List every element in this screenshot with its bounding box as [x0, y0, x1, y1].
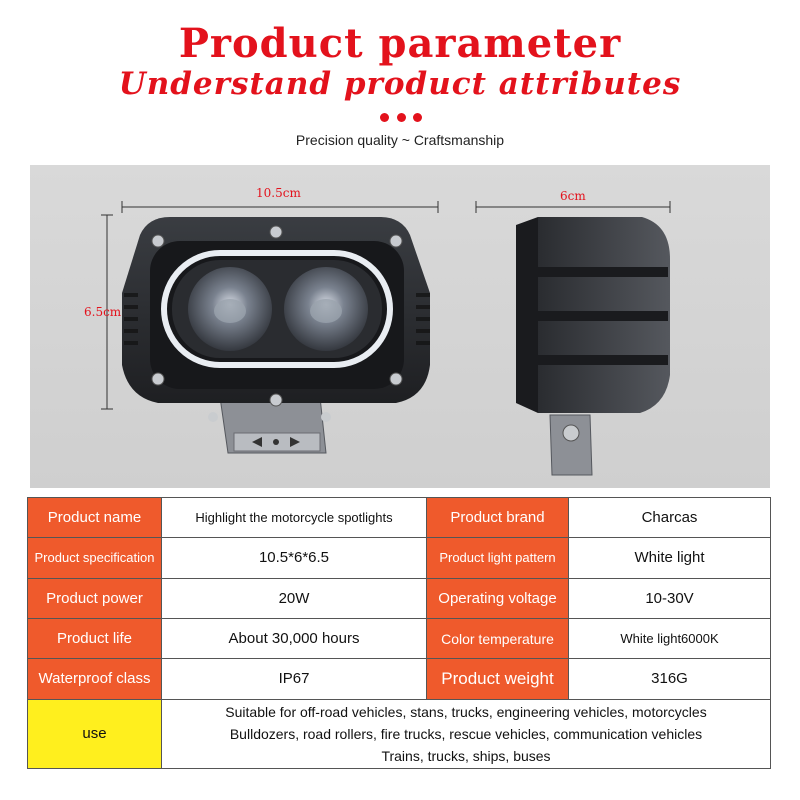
label-product-power: Product power [27, 577, 162, 619]
table-row: Product power 20W Operating voltage 10-3… [27, 577, 771, 619]
value-waterproof-class: IP67 [161, 658, 427, 700]
dimension-height-label: 6.5cm [84, 305, 122, 319]
value-use: Suitable for off-road vehicles, stans, t… [161, 698, 771, 770]
page-title: Product parameter [178, 20, 622, 67]
lamp-front-view [122, 217, 430, 454]
label-product-life: Product life [27, 617, 162, 660]
value-operating-voltage: 10-30V [568, 577, 771, 619]
label-product-brand: Product brand [426, 496, 569, 539]
value-product-power: 20W [161, 577, 427, 619]
table-row: Waterproof class IP67 Product weight 316… [27, 658, 771, 700]
label-color-temperature: Color temperature [426, 617, 569, 660]
label-operating-voltage: Operating voltage [426, 577, 569, 619]
value-product-life: About 30,000 hours [161, 617, 427, 660]
label-product-weight: Product weight [426, 658, 569, 700]
label-product-name: Product name [27, 496, 162, 539]
value-product-light-pattern: White light [568, 537, 771, 579]
page-subtitle: Understand product attributes [118, 66, 682, 102]
width-dimension-line [121, 201, 439, 213]
use-line: Bulldozers, road rollers, fire trucks, r… [229, 725, 703, 742]
use-line: Suitable for off-road vehicles, stans, t… [225, 703, 707, 720]
parameter-table: Product name Highlight the motorcycle sp… [27, 496, 771, 770]
table-row: Product life About 30,000 hours Color te… [27, 617, 771, 660]
height-dimension-line [101, 214, 113, 410]
table-row: Product specification 10.5*6*6.5 Product… [27, 537, 771, 579]
value-product-specification: 10.5*6*6.5 [161, 537, 427, 579]
table-row-use: use Suitable for off-road vehicles, stan… [27, 698, 771, 770]
use-line: Trains, trucks, ships, buses [381, 747, 551, 764]
product-illustration [101, 201, 671, 476]
value-product-weight: 316G [568, 658, 771, 700]
depth-dimension-line [475, 201, 671, 213]
product-photo-panel: 10.5cm 6.5cm 6cm [30, 165, 770, 488]
dimension-depth-label: 6cm [560, 189, 586, 203]
label-product-specification: Product specification [27, 537, 162, 579]
label-use: use [27, 698, 162, 770]
lamp-side-view [516, 217, 670, 476]
tagline: Precision quality ~ Craftsmanship [295, 132, 505, 148]
decorative-dots [380, 113, 422, 123]
table-row: Product name Highlight the motorcycle sp… [27, 496, 771, 539]
dimension-width-label: 10.5cm [256, 186, 301, 200]
value-product-brand: Charcas [568, 496, 771, 539]
label-product-light-pattern: Product light pattern [426, 537, 569, 579]
value-color-temperature: White light6000K [568, 617, 771, 660]
value-product-name: Highlight the motorcycle spotlights [161, 496, 427, 539]
label-waterproof-class: Waterproof class [27, 658, 162, 700]
